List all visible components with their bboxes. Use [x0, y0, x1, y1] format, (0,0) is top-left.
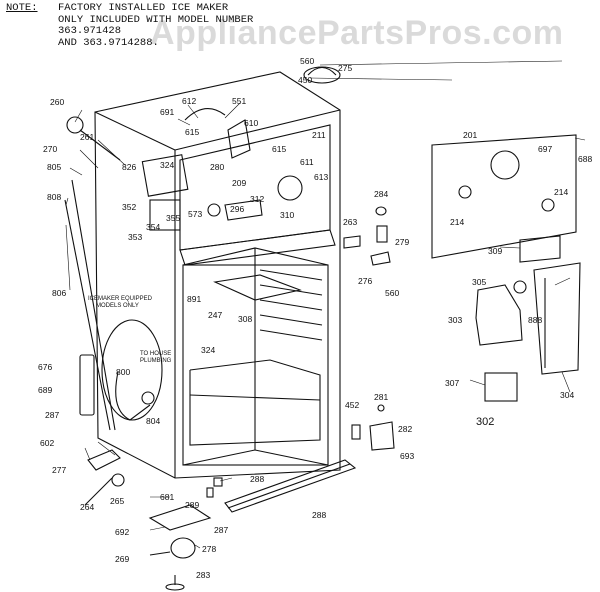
- part-label: 265: [110, 496, 124, 506]
- part-label: 276: [358, 276, 372, 286]
- note-heading: NOTE:: [6, 2, 38, 14]
- right-side-parts: [148, 66, 581, 591]
- part-label: 312: [250, 194, 264, 204]
- part-label: 324: [201, 345, 215, 355]
- part-label: 214: [450, 217, 464, 227]
- part-label: 302: [476, 416, 494, 428]
- part-label: 201: [463, 130, 477, 140]
- watermark: AppliancePartsPros.com: [150, 14, 564, 52]
- part-label: 284: [374, 189, 388, 199]
- part-label: 209: [232, 178, 246, 188]
- part-label: 352: [122, 202, 136, 212]
- note-line-2: ONLY INCLUDED WITH MODEL NUMBER: [58, 13, 254, 26]
- part-label: 808: [47, 192, 61, 202]
- part-label: 610: [244, 118, 258, 128]
- part-label: 260: [50, 97, 64, 107]
- part-label: 806: [52, 288, 66, 298]
- part-label: 288: [250, 474, 264, 484]
- part-label: 676: [38, 362, 52, 372]
- part-label: 891: [187, 294, 201, 304]
- part-label: 800: [116, 367, 130, 377]
- to-house-plumbing-note: TO HOUSE PLUMBING: [140, 351, 173, 364]
- part-label: 681: [160, 492, 174, 502]
- part-label: 305: [472, 277, 486, 287]
- part-label: 573: [188, 209, 202, 219]
- leader-lines: [65, 60, 586, 549]
- part-label: 560: [300, 56, 314, 66]
- part-label: 288: [312, 510, 326, 520]
- note-line-1: FACTORY INSTALLED ICE MAKER: [58, 2, 229, 14]
- part-label: 282: [398, 424, 412, 434]
- part-label: 277: [52, 465, 66, 475]
- part-label: 611: [300, 157, 314, 167]
- to-house-plumbing-line-2: PLUMBING: [140, 358, 172, 364]
- part-label: 452: [345, 400, 359, 410]
- part-label: 263: [343, 217, 357, 227]
- part-label: 804: [146, 416, 160, 426]
- part-label: 353: [128, 232, 142, 242]
- part-label: 264: [80, 502, 94, 512]
- callout-notes: ICEMAKER EQUIPPED MODELS ONLY TO HOUSE P…: [88, 296, 173, 364]
- refrigerator-cabinet: [64, 71, 341, 506]
- part-label: 692: [115, 527, 129, 537]
- part-label: 307: [445, 378, 459, 388]
- part-labels: 260 261 270 805 808 806 826 324 352 353 …: [38, 56, 592, 580]
- part-label: 697: [538, 144, 552, 154]
- part-label: 269: [115, 554, 129, 564]
- icemaker-equipped-line-2: MODELS ONLY: [96, 303, 139, 309]
- part-label: 281: [374, 392, 388, 402]
- part-label: 560: [385, 288, 399, 298]
- part-label: 691: [160, 107, 174, 117]
- part-label: 693: [400, 451, 414, 461]
- part-label: 805: [47, 162, 61, 172]
- part-label: 304: [560, 390, 574, 400]
- part-label: 261: [80, 132, 94, 142]
- part-label: 310: [280, 210, 294, 220]
- part-label: 287: [45, 410, 59, 420]
- part-label: 888: [528, 315, 542, 325]
- part-label: 309: [488, 246, 502, 256]
- part-label: 615: [272, 144, 286, 154]
- part-label: 296: [230, 204, 244, 214]
- part-label: 287: [214, 525, 228, 535]
- part-label: 214: [554, 187, 568, 197]
- part-label: 826: [122, 162, 136, 172]
- part-label: 355: [166, 213, 180, 223]
- to-house-plumbing-line-1: TO HOUSE: [140, 351, 171, 357]
- part-label: 278: [202, 544, 216, 554]
- part-label: 450: [298, 75, 312, 85]
- note-line-4: AND 363.9714288.: [58, 36, 159, 49]
- part-label: 303: [448, 315, 462, 325]
- part-label: 602: [40, 438, 54, 448]
- part-label: 551: [232, 96, 246, 106]
- part-label: 688: [578, 154, 592, 164]
- part-label: 613: [314, 172, 328, 182]
- part-label: 280: [210, 162, 224, 172]
- note-line-3: 363.971428: [58, 25, 122, 37]
- part-label: 270: [43, 144, 57, 154]
- part-label: 354: [146, 222, 160, 232]
- part-label: 324: [160, 160, 174, 170]
- part-label: 612: [182, 96, 196, 106]
- part-label: 275: [338, 63, 352, 73]
- part-label: 615: [185, 127, 199, 137]
- part-label: 289: [185, 500, 199, 510]
- icemaker-equipped-note: ICEMAKER EQUIPPED MODELS ONLY: [88, 296, 154, 309]
- part-label: 283: [196, 570, 210, 580]
- part-label: 211: [312, 130, 326, 140]
- part-label: 308: [238, 314, 252, 324]
- part-label: 279: [395, 237, 409, 247]
- part-label: 689: [38, 385, 52, 395]
- icemaker-equipped-line-1: ICEMAKER EQUIPPED: [88, 296, 153, 302]
- note-block: NOTE: FACTORY INSTALLED ICE MAKER ONLY IN…: [6, 2, 254, 49]
- part-label: 247: [208, 310, 222, 320]
